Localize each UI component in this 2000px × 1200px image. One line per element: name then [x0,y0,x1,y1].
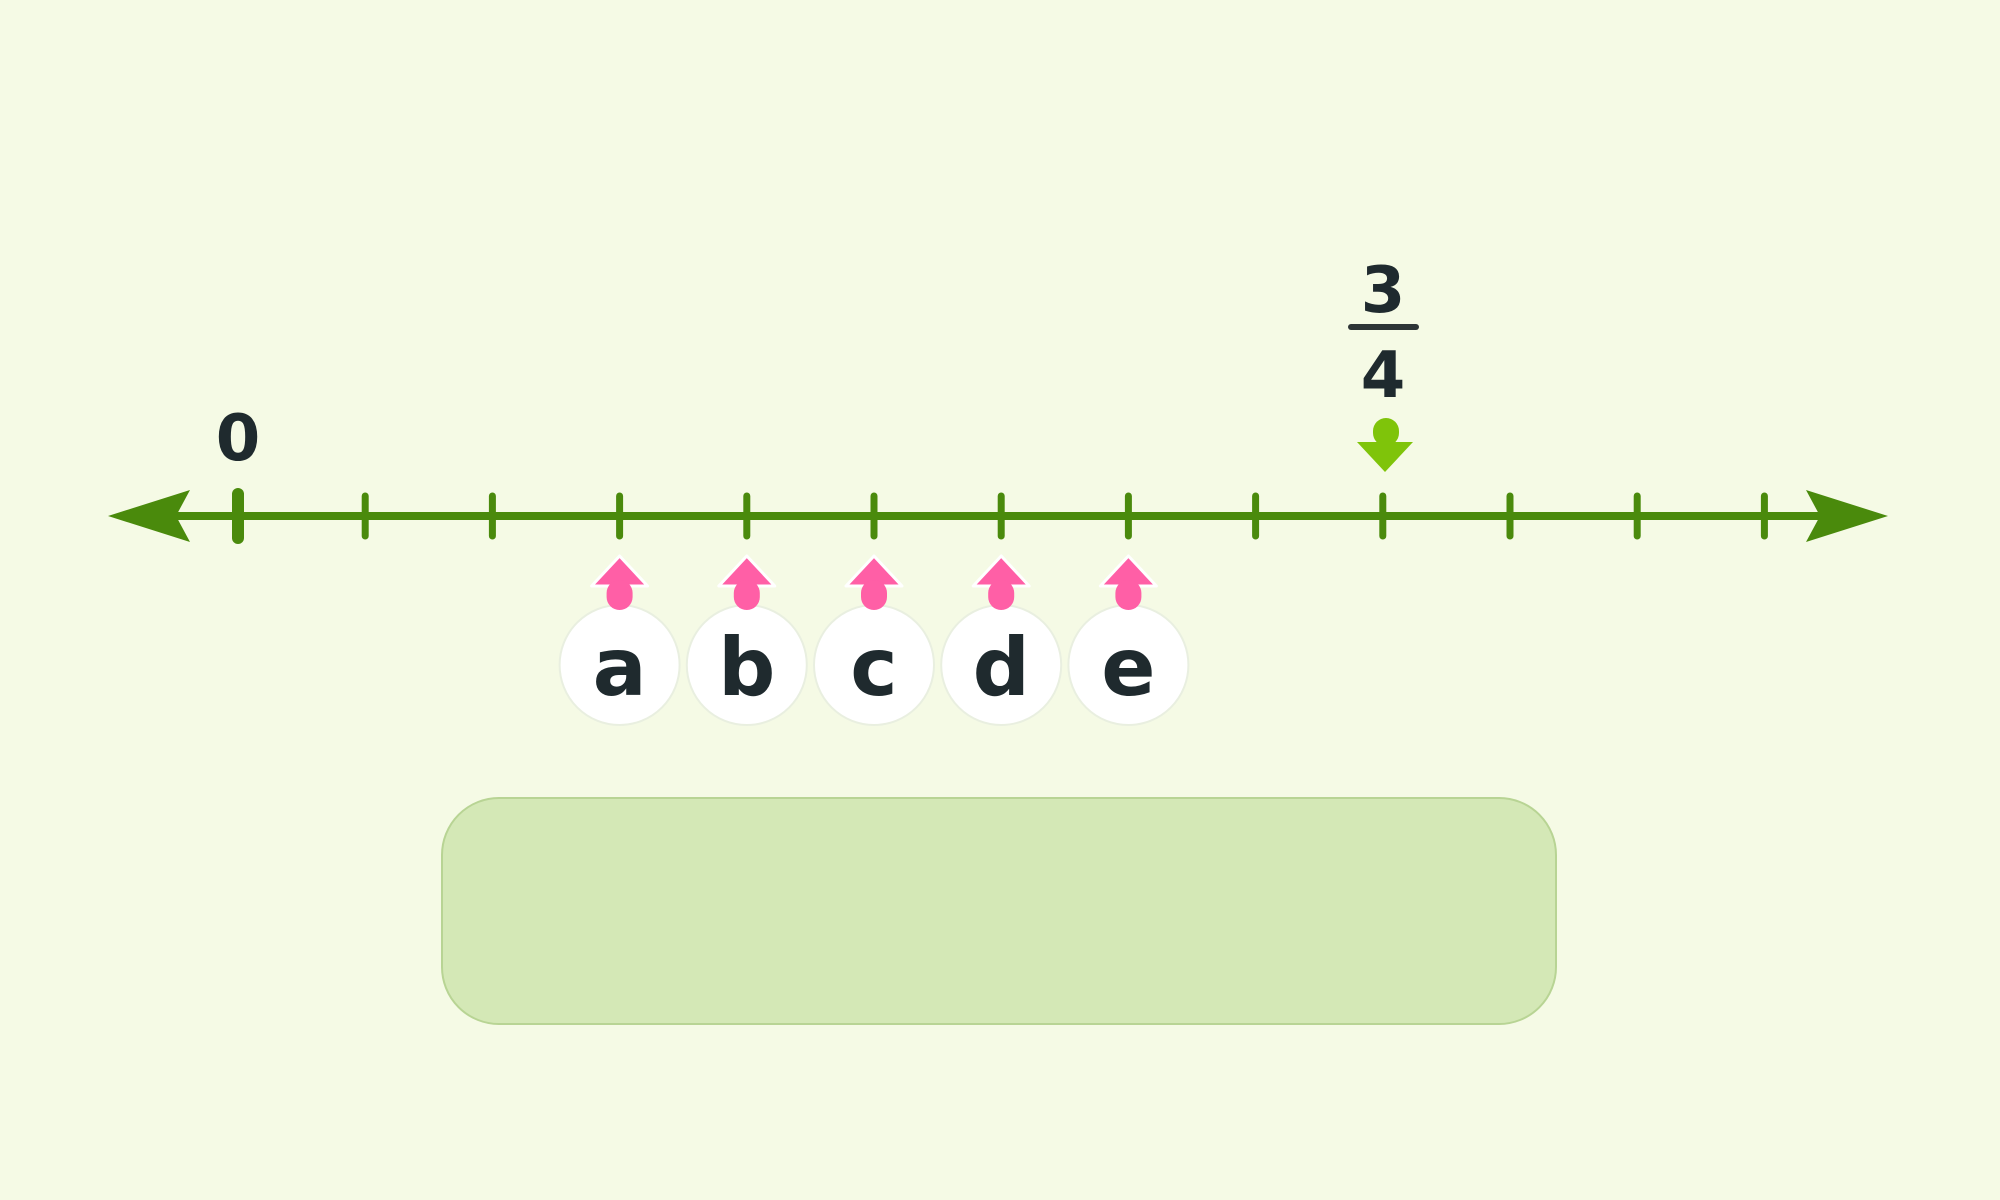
fraction-label: 3 4 [1348,254,1419,413]
choice-a[interactable]: a [558,554,681,726]
answer-drop-zone[interactable] [441,797,1557,1025]
choice-letter: a [593,621,647,714]
pointer-up-icon [844,554,904,610]
zero-label: 0 [216,402,261,476]
marker-arrow-icon [1357,418,1413,472]
fraction-denominator: 4 [1361,339,1406,413]
right-arrow-icon [1806,490,1888,542]
choice-letter: d [973,621,1030,714]
pointer-up-icon [971,554,1031,610]
choice-c[interactable]: c [813,554,935,726]
left-arrow-icon [108,490,190,542]
pointer-up-icon [590,554,650,610]
choice-d[interactable]: d [940,554,1063,726]
choice-letter: e [1101,621,1155,714]
fraction-numerator: 3 [1361,254,1406,328]
choice-letter: c [850,621,897,714]
pointer-up-icon [1098,554,1158,610]
choice-b[interactable]: b [685,554,808,726]
choice-letter: b [718,621,775,714]
choice-e[interactable]: e [1067,554,1190,726]
tick-group [232,488,1768,544]
pointer-up-icon [717,554,777,610]
